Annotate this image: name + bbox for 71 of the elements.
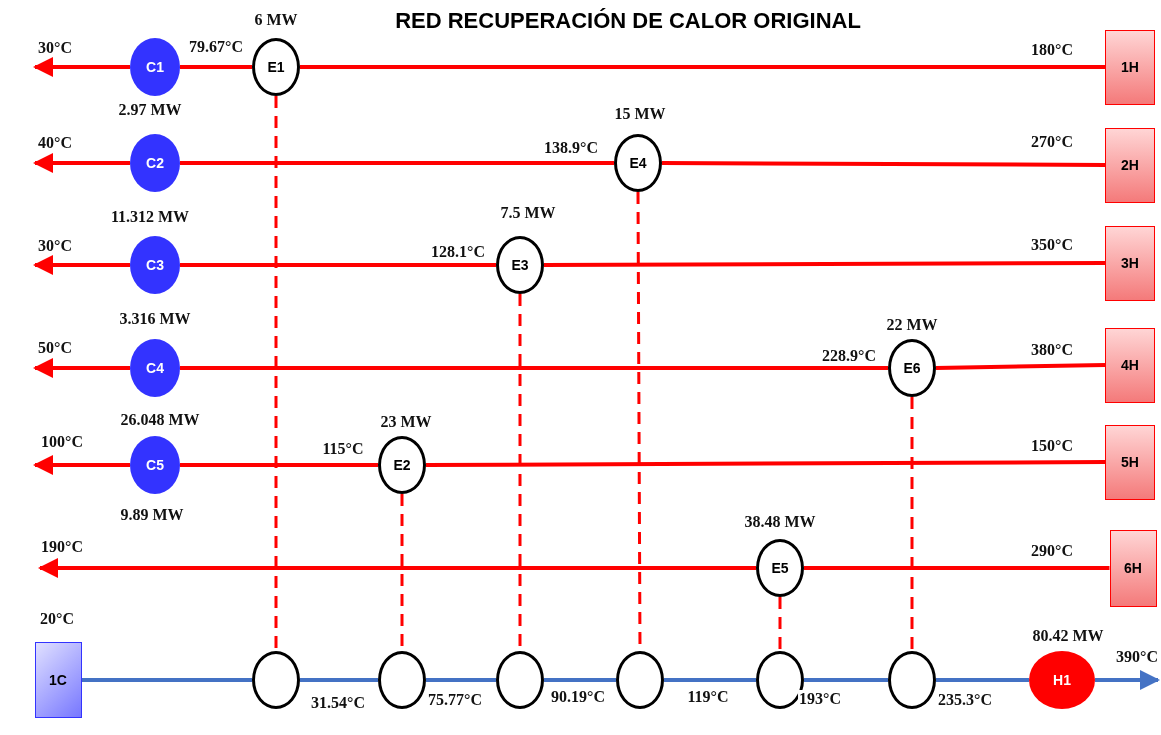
- hot-stream-box: [1109, 529, 1157, 607]
- node-label: E4: [629, 155, 647, 171]
- hot-stream-box: [1105, 225, 1155, 301]
- arrow: [33, 358, 130, 378]
- arrow: [33, 153, 130, 173]
- node-label: E2: [393, 457, 411, 473]
- hot-stream-box: [1105, 424, 1155, 500]
- node-label: E6: [903, 360, 921, 376]
- exchanger-circle: [614, 134, 662, 192]
- node-label: C3: [146, 257, 164, 273]
- stream-line: [180, 161, 614, 165]
- node-label: 6H: [1124, 560, 1142, 576]
- dashed-line: [778, 597, 782, 651]
- empty-exchanger-circle: [378, 651, 426, 709]
- hot-stream-box: [1105, 327, 1155, 403]
- node-label: E1: [267, 59, 285, 75]
- stream-line: [544, 261, 1105, 267]
- stream-line: [180, 263, 496, 267]
- stream-line: [935, 363, 1106, 370]
- stream-line: [180, 65, 252, 69]
- stream-line: [804, 678, 888, 682]
- cooler-circle: [130, 134, 180, 192]
- stream-line: [180, 366, 888, 370]
- node-label: C2: [146, 155, 164, 171]
- stream-line: [544, 678, 616, 682]
- node-label: 2H: [1121, 157, 1139, 173]
- node-label: 1H: [1121, 59, 1139, 75]
- cooler-circle: [130, 339, 180, 397]
- node-label: 5H: [1121, 454, 1139, 470]
- dashed-line: [910, 397, 914, 651]
- hot-stream-box: [1105, 29, 1155, 105]
- arrow: [33, 255, 130, 275]
- empty-exchanger-circle: [252, 651, 300, 709]
- node-label: C4: [146, 360, 164, 376]
- stream-line: [300, 65, 1105, 69]
- stream-line: [426, 678, 496, 682]
- empty-exchanger-circle: [616, 651, 664, 709]
- node-label: E3: [511, 257, 529, 273]
- arrow: [33, 57, 130, 77]
- hot-stream-box: [1105, 127, 1155, 203]
- exchanger-circle: [252, 38, 300, 96]
- cooler-circle: [130, 436, 180, 494]
- cold-stream-box: [34, 642, 82, 718]
- cooler-circle: [130, 236, 180, 294]
- node-label: 3H: [1121, 255, 1139, 271]
- stream-line: [936, 678, 1029, 682]
- stream-line: [300, 678, 378, 682]
- node-label: C1: [146, 59, 164, 75]
- node-label: E5: [771, 560, 789, 576]
- node-label: H1: [1053, 672, 1071, 688]
- exchanger-circle: [888, 339, 936, 397]
- node-label: C5: [146, 457, 164, 473]
- stream-line: [804, 566, 1110, 570]
- node-label: 1C: [49, 672, 67, 688]
- arrow: [38, 558, 756, 578]
- arrow: [33, 455, 130, 475]
- exchanger-circle: [378, 436, 426, 494]
- cooler-circle: [130, 38, 180, 96]
- empty-exchanger-circle: [888, 651, 936, 709]
- stream-line: [426, 460, 1105, 467]
- node-label: 4H: [1121, 357, 1139, 373]
- stream-line: [662, 161, 1105, 167]
- stream-line: [180, 463, 378, 467]
- arrow: [1095, 670, 1160, 690]
- exchanger-circle: [496, 236, 544, 294]
- dashed-line: [274, 96, 278, 651]
- diagram-title: RED RECUPERACIÓN DE CALOR ORIGINAL: [395, 8, 861, 34]
- exchanger-circle: [756, 539, 804, 597]
- stream-line: [81, 678, 252, 682]
- stream-line: [664, 678, 756, 682]
- empty-exchanger-circle: [496, 651, 544, 709]
